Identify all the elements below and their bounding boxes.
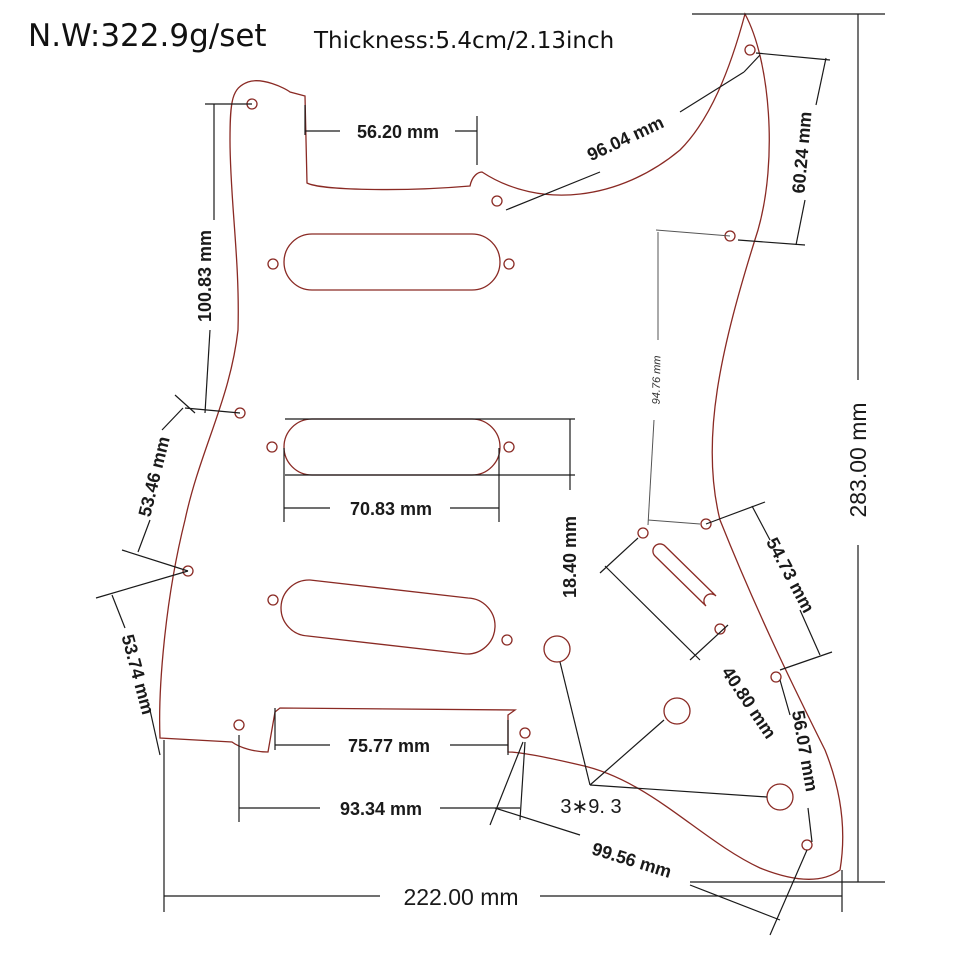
dim-bottom-holes: 93.34 mm — [340, 799, 422, 819]
net-weight-label: N.W:322.9g/set — [28, 18, 267, 54]
middle-pickup-cutout — [283, 418, 501, 476]
dimension-lines — [95, 13, 885, 936]
dim-total-height: 283.00 mm — [845, 402, 871, 517]
pickguard-outline — [159, 12, 844, 880]
pot-holes — [543, 635, 794, 811]
dim-horn-spacing: 60.24 mm — [788, 111, 815, 194]
dim-pickup-height: 18.40 mm — [560, 516, 580, 598]
bridge-pickup-cutout — [280, 579, 496, 655]
dim-horn-edge: 96.04 mm — [584, 112, 667, 165]
dim-bottom-notch: 75.77 mm — [348, 736, 430, 756]
dim-pickup-length: 70.83 mm — [350, 499, 432, 519]
dim-tail-span: 99.56 mm — [590, 839, 674, 882]
dim-neck-pocket: 56.20 mm — [357, 122, 439, 142]
dim-left-lower: 53.74 mm — [118, 632, 159, 716]
dim-left-upper: 100.83 mm — [195, 230, 215, 322]
screw-holes — [182, 44, 813, 851]
dim-right-lower: 54.73 mm — [762, 534, 818, 616]
switch-slot — [652, 543, 717, 607]
dim-tail-spacing: 56.07 mm — [788, 709, 822, 793]
thickness-label: Thickness:5.4cm/2.13inch — [314, 28, 615, 54]
dim-right-span: 94.76 mm — [651, 355, 664, 404]
dim-pot-holes: 3∗9. 3 — [560, 796, 621, 818]
neck-pickup-cutout — [283, 233, 501, 291]
dim-left-mid: 53.46 mm — [135, 434, 174, 518]
dim-total-width: 222.00 mm — [403, 884, 518, 910]
